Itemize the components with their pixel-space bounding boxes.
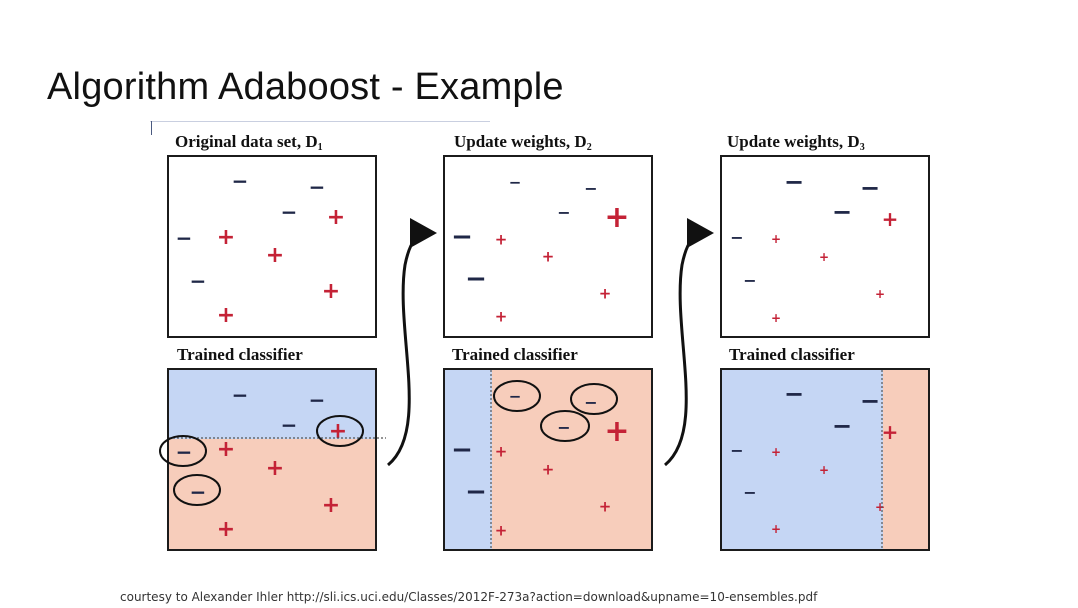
minus-point: − [451, 222, 473, 252]
minus-point: − [465, 264, 487, 294]
curved-arrow-icon [387, 218, 437, 467]
plus-point: + [874, 500, 886, 514]
misclassified-circle-icon [173, 474, 221, 506]
plus-point: + [216, 437, 236, 462]
classifier-label-1: Trained classifier [177, 345, 303, 364]
plus-point: + [321, 279, 341, 304]
plus-point: + [818, 250, 830, 264]
plus-point: + [326, 205, 346, 230]
slide-title: Algorithm Adaboost - Example [47, 66, 564, 108]
classifier-label-2: Trained classifier [452, 345, 578, 364]
plus-point: + [541, 247, 555, 266]
plus-point: + [818, 463, 830, 477]
positive-region [883, 370, 928, 549]
negative-region [445, 370, 492, 549]
minus-point: − [783, 168, 805, 196]
minus-point: − [175, 226, 193, 250]
credit-footer: courtesy to Alexander Ihler http://sli.i… [120, 590, 818, 604]
dataset-box-1 [167, 155, 377, 338]
minus-point: − [859, 174, 881, 202]
minus-point: − [859, 387, 881, 415]
minus-point: − [831, 412, 853, 440]
plus-point: + [494, 442, 508, 461]
minus-point: − [584, 179, 598, 198]
plus-point: + [874, 287, 886, 301]
dataset-box-2 [443, 155, 653, 338]
minus-point: − [783, 380, 805, 408]
misclassified-circle-icon [316, 415, 364, 447]
curved-arrow-icon [664, 218, 714, 467]
minus-point: − [743, 483, 757, 502]
title-underline [150, 121, 490, 122]
plus-point: + [604, 414, 630, 449]
plus-point: + [770, 232, 782, 246]
plus-point: + [216, 225, 236, 250]
plus-point: + [494, 521, 508, 540]
minus-point: − [557, 203, 571, 222]
plus-point: + [494, 230, 508, 249]
plus-point: + [216, 517, 236, 542]
panel-label-2: Update weights, D2 [454, 132, 592, 153]
classifier-label-3: Trained classifier [729, 345, 855, 364]
plus-point: + [770, 522, 782, 536]
minus-point: − [231, 169, 249, 193]
plus-point: + [265, 243, 285, 268]
panel-label-1: Original data set, D1 [175, 132, 323, 153]
plus-point: + [598, 497, 612, 516]
dataset-box-3 [720, 155, 930, 338]
plus-point: + [265, 456, 285, 481]
plus-point: + [770, 445, 782, 459]
misclassified-circle-icon [159, 435, 207, 467]
minus-point: − [280, 200, 298, 224]
minus-point: − [189, 480, 207, 504]
minus-point: − [465, 477, 487, 507]
plus-point: + [216, 303, 236, 328]
title-tick [151, 121, 152, 135]
panel-label-3: Update weights, D3 [727, 132, 865, 153]
minus-point: − [508, 173, 522, 192]
minus-point: − [831, 198, 853, 226]
minus-point: − [584, 393, 598, 412]
minus-point: − [189, 269, 207, 293]
minus-point: − [743, 271, 757, 290]
minus-point: − [280, 413, 298, 437]
plus-point: + [881, 420, 899, 444]
minus-point: − [308, 175, 326, 199]
misclassified-circle-icon [493, 380, 541, 412]
minus-point: − [308, 388, 326, 412]
classifier-box-2 [443, 368, 653, 551]
minus-point: − [557, 418, 571, 437]
plus-point: + [328, 419, 348, 444]
minus-point: − [730, 228, 744, 247]
misclassified-circle-icon [570, 383, 618, 415]
minus-point: − [730, 441, 744, 460]
plus-point: + [541, 460, 555, 479]
plus-point: + [494, 307, 508, 326]
negative-region [722, 370, 883, 549]
plus-point: + [598, 284, 612, 303]
minus-point: − [175, 440, 193, 464]
minus-point: − [451, 435, 473, 465]
misclassified-circle-icon [540, 410, 590, 442]
plus-point: + [604, 200, 630, 235]
minus-point: − [231, 383, 249, 407]
negative-region [169, 370, 375, 439]
classifier-box-3 [720, 368, 930, 551]
plus-point: + [881, 207, 899, 231]
plus-point: + [321, 493, 341, 518]
minus-point: − [508, 387, 522, 406]
plus-point: + [770, 311, 782, 325]
